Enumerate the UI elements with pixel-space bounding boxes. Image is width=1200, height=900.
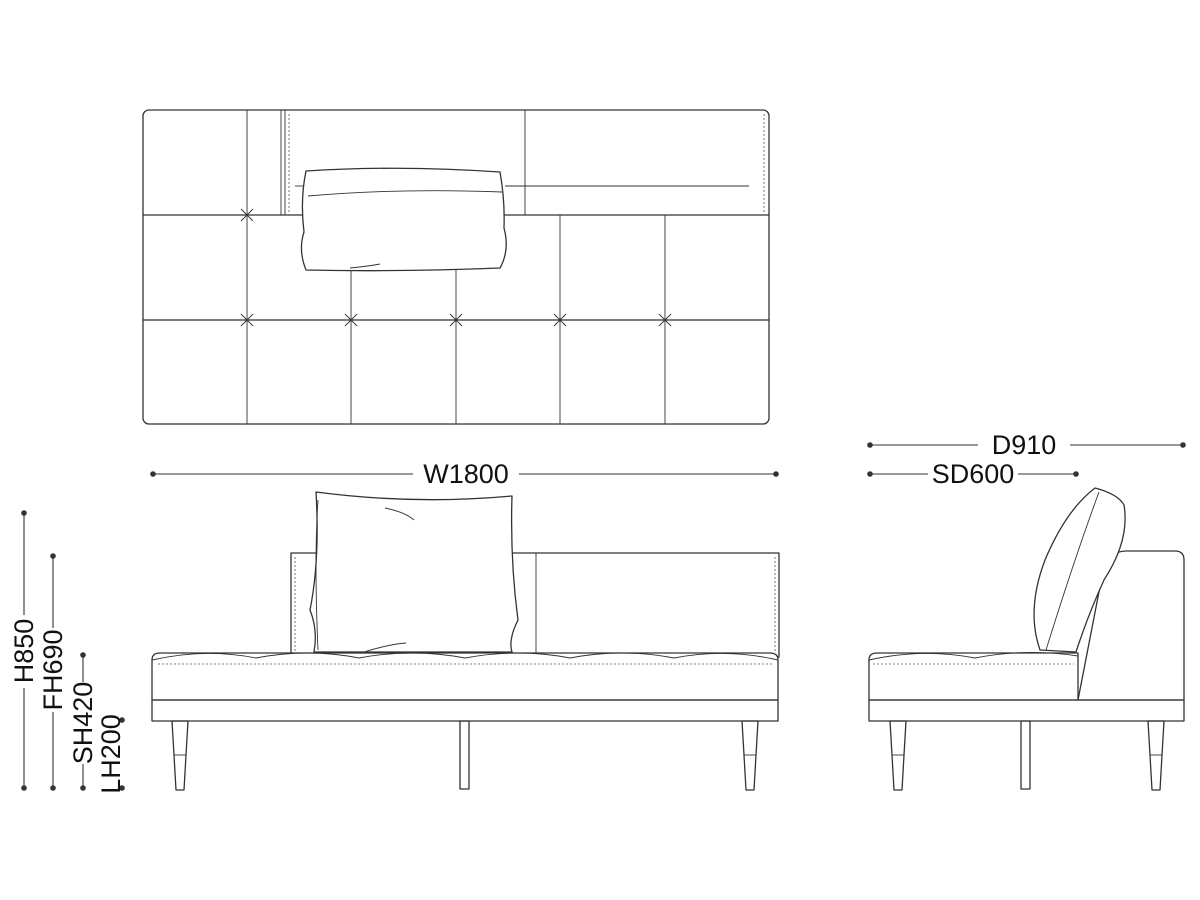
- cushion-top-view: [300, 167, 507, 272]
- cushion-side-view: [1033, 487, 1126, 653]
- side-legs: [889, 720, 1165, 791]
- leg-height-label: LH200: [96, 714, 126, 794]
- dimension-width: W1800: [150, 459, 779, 489]
- seat-depth-label: SD600: [932, 459, 1015, 489]
- cushion-front-view: [309, 491, 519, 653]
- frame-height-label: FH690: [38, 629, 68, 710]
- dimension-leg-height: LH200: [96, 714, 126, 794]
- dimension-depth: D910: [867, 430, 1186, 460]
- depth-label: D910: [992, 430, 1057, 460]
- width-label: W1800: [423, 459, 509, 489]
- front-legs: [171, 720, 759, 791]
- front-view: [151, 491, 780, 791]
- dimension-frame-height: FH690: [38, 553, 68, 791]
- top-view: [142, 109, 770, 425]
- side-view: [868, 487, 1185, 791]
- dimension-seat-height: SH420: [68, 652, 98, 791]
- dimension-seat-depth: SD600: [867, 459, 1079, 489]
- seat-height-label: SH420: [68, 682, 98, 765]
- tufting-marks: [240, 208, 672, 327]
- height-label: H850: [9, 619, 39, 684]
- dimension-height: H850: [9, 510, 39, 791]
